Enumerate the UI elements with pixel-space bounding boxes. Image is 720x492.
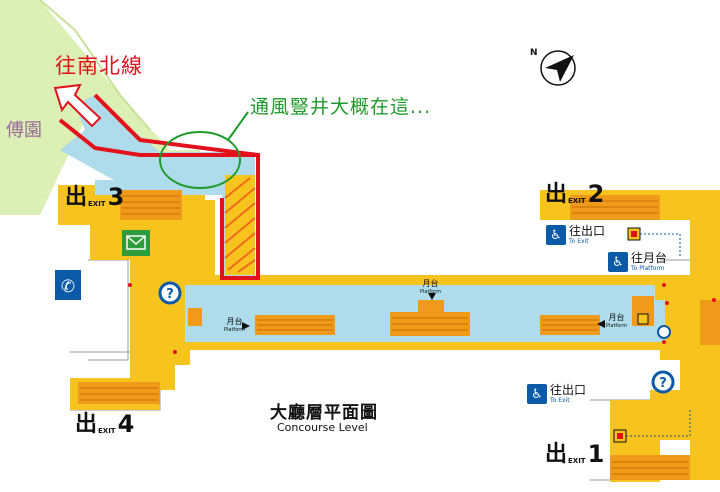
to-exit-bottom-en: To Exit [550,397,570,404]
exit-4-cn: 出 [75,412,98,437]
map-title: 大廳層平面圖 [270,403,378,423]
red-dot-markers [128,283,716,354]
telephone-icon: ✆ [55,270,81,300]
exit-2-cn: 出 [545,182,568,207]
exit-1-en: EXIT [568,457,586,465]
exit-1-number: 1 [587,440,605,468]
svg-text:✆: ✆ [61,277,75,297]
exit-4-number: 4 [117,410,135,438]
info-icon: ? ? [158,281,675,394]
annotation-text: 通風豎井大概在這... [250,96,432,118]
svg-text:?: ? [166,287,174,302]
to-platform-en: To Platform [631,265,665,272]
ventilation-shaft [224,175,256,275]
annotation-circle [159,131,241,189]
exit-3-en: EXIT [88,200,106,208]
wheelchair-icon: ♿ [608,252,628,272]
wheelchair-icon: ♿ [527,384,547,404]
map-subtitle: Concourse Level [277,421,368,434]
exit-2-en: EXIT [568,197,586,205]
to-exit-cn: 往出口 [569,224,606,238]
annotation-leader [227,111,249,141]
exit-3-number: 3 [107,183,125,211]
nearby-label: 傅園 [6,120,42,141]
exit-2-number: 2 [587,180,605,208]
wheelchair-icon: ♿ [546,225,566,245]
to-platform-cn: 往月台 [631,251,668,265]
compass-icon [540,50,576,86]
mailbox-icon [122,230,150,256]
exit-1-cn: 出 [545,442,568,467]
to-exit-en: To Exit [569,238,589,245]
compass-label: N [530,48,538,58]
to-exit-bottom-cn: 往出口 [550,383,587,397]
svg-text:?: ? [659,376,667,391]
exit-3-cn: 出 [65,185,88,210]
exit-4-en: EXIT [98,427,116,435]
elevator-icon [613,227,649,443]
direction-arrow [53,83,102,128]
direction-label: 往南北線 [55,54,143,78]
platform-arrows [242,293,605,330]
